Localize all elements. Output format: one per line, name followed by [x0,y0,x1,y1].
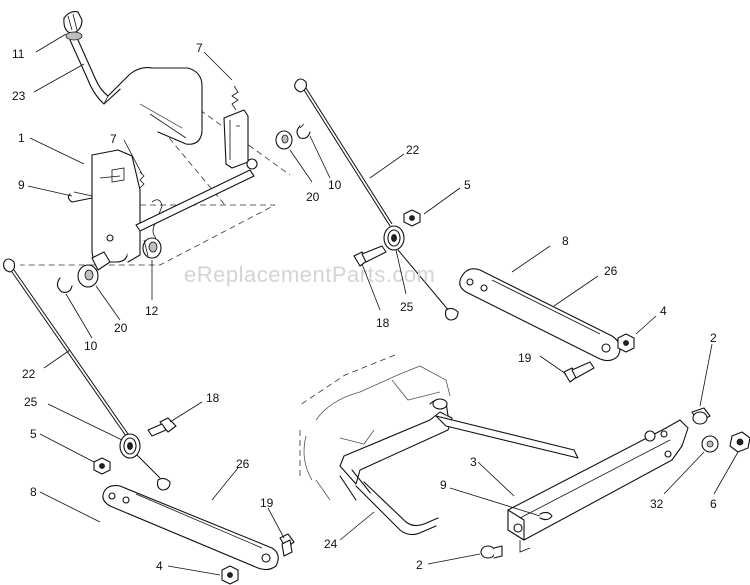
callout-22-right: 22 [406,143,420,157]
lift-bracket-part-3 [507,419,689,553]
cotter-pin-part-9 [67,191,93,203]
callout-5-right: 5 [464,178,471,192]
callout-20-left: 20 [114,321,128,335]
shoulder-bolt-part-18-right [353,245,387,267]
callout-4-right: 4 [660,304,667,318]
callout-18-right: 18 [376,316,390,330]
assembly-guide-lines [20,109,396,480]
right-lift-arm-assembly [353,209,635,383]
nut-part-4-left [221,565,239,585]
mower-frame-outline [303,365,451,501]
callout-26-right: 26 [604,264,618,278]
callout-10-left: 10 [84,339,98,353]
callout-7-lower: 7 [110,132,117,146]
bolt-part-19-right [563,361,595,383]
callout-19-left: 19 [260,496,274,510]
shoulder-bolt-part-18-left [147,417,177,437]
callout-9-right: 9 [440,478,447,492]
callout-5-left: 5 [30,427,37,441]
callout-8-right: 8 [562,234,569,248]
callout-6: 6 [710,497,717,511]
lift-handle-part-23 [69,39,203,145]
left-lift-arm-assembly [93,417,295,585]
callout-12: 12 [145,304,159,318]
callout-23: 23 [12,89,26,103]
nut-part-5-left [93,457,111,475]
callout-18-left: 18 [206,391,220,405]
lift-handle-assembly [56,11,311,293]
bolt-part-19-left [279,533,295,557]
bushing-part-20-lower [77,251,111,288]
callout-22-left: 22 [22,367,36,381]
callout-24: 24 [324,537,338,551]
bushing-part-20-upper [275,130,293,150]
pivot-arm-part-7 [223,85,258,170]
lift-arm-part-26-right [459,268,621,362]
pivot-bracket-part-1 [91,149,141,263]
lift-arm-part-26-left [102,485,279,571]
frame-and-shaft-assembly [303,365,750,559]
lift-link-part-22-left [3,258,161,479]
callout-2-upper: 2 [710,331,717,345]
callout-10-upper: 10 [328,178,342,192]
leader-lines [27,33,739,576]
callout-8-left: 8 [30,485,37,499]
nut-part-6 [729,431,750,453]
callout-11: 11 [12,47,25,61]
callout-2-lower: 2 [416,558,423,572]
callout-4-left: 4 [156,559,163,573]
callout-9-left: 9 [18,178,25,192]
spring-part-25-right [383,225,405,251]
callout-32: 32 [650,497,664,511]
cotter-pin-part-9-right [539,511,553,521]
callout-25-left: 25 [24,395,38,409]
nut-part-5-right [403,209,421,227]
callout-20-upper: 20 [306,190,320,204]
callout-3: 3 [470,455,477,469]
cross-shaft [135,169,255,232]
bushing-part-12 [142,237,162,259]
handle-knob-part-11 [63,11,83,41]
callout-26-left: 26 [236,457,250,471]
callout-25-right: 25 [400,300,414,314]
washer-part-32 [701,435,719,453]
retaining-ring-part-10-lower [56,277,73,293]
callout-7-upper: 7 [196,41,203,55]
link-end-left [156,477,171,491]
callout-labels: 11 23 7 7 1 9 12 10 20 20 10 22 5 8 26 4… [12,41,717,573]
lift-shaft-part-24 [339,398,579,536]
callout-19-right: 19 [518,351,532,365]
bushing-part-2-lower [480,545,503,559]
spring-part-25-left [119,433,141,459]
lift-link-part-22-right [294,78,459,321]
nut-part-4-right [617,333,635,353]
callout-1: 1 [18,131,25,145]
retaining-ring-part-10-upper [296,123,311,139]
bushing-part-2-upper [691,407,711,425]
watermark-text: eReplacementParts.com [184,262,435,287]
